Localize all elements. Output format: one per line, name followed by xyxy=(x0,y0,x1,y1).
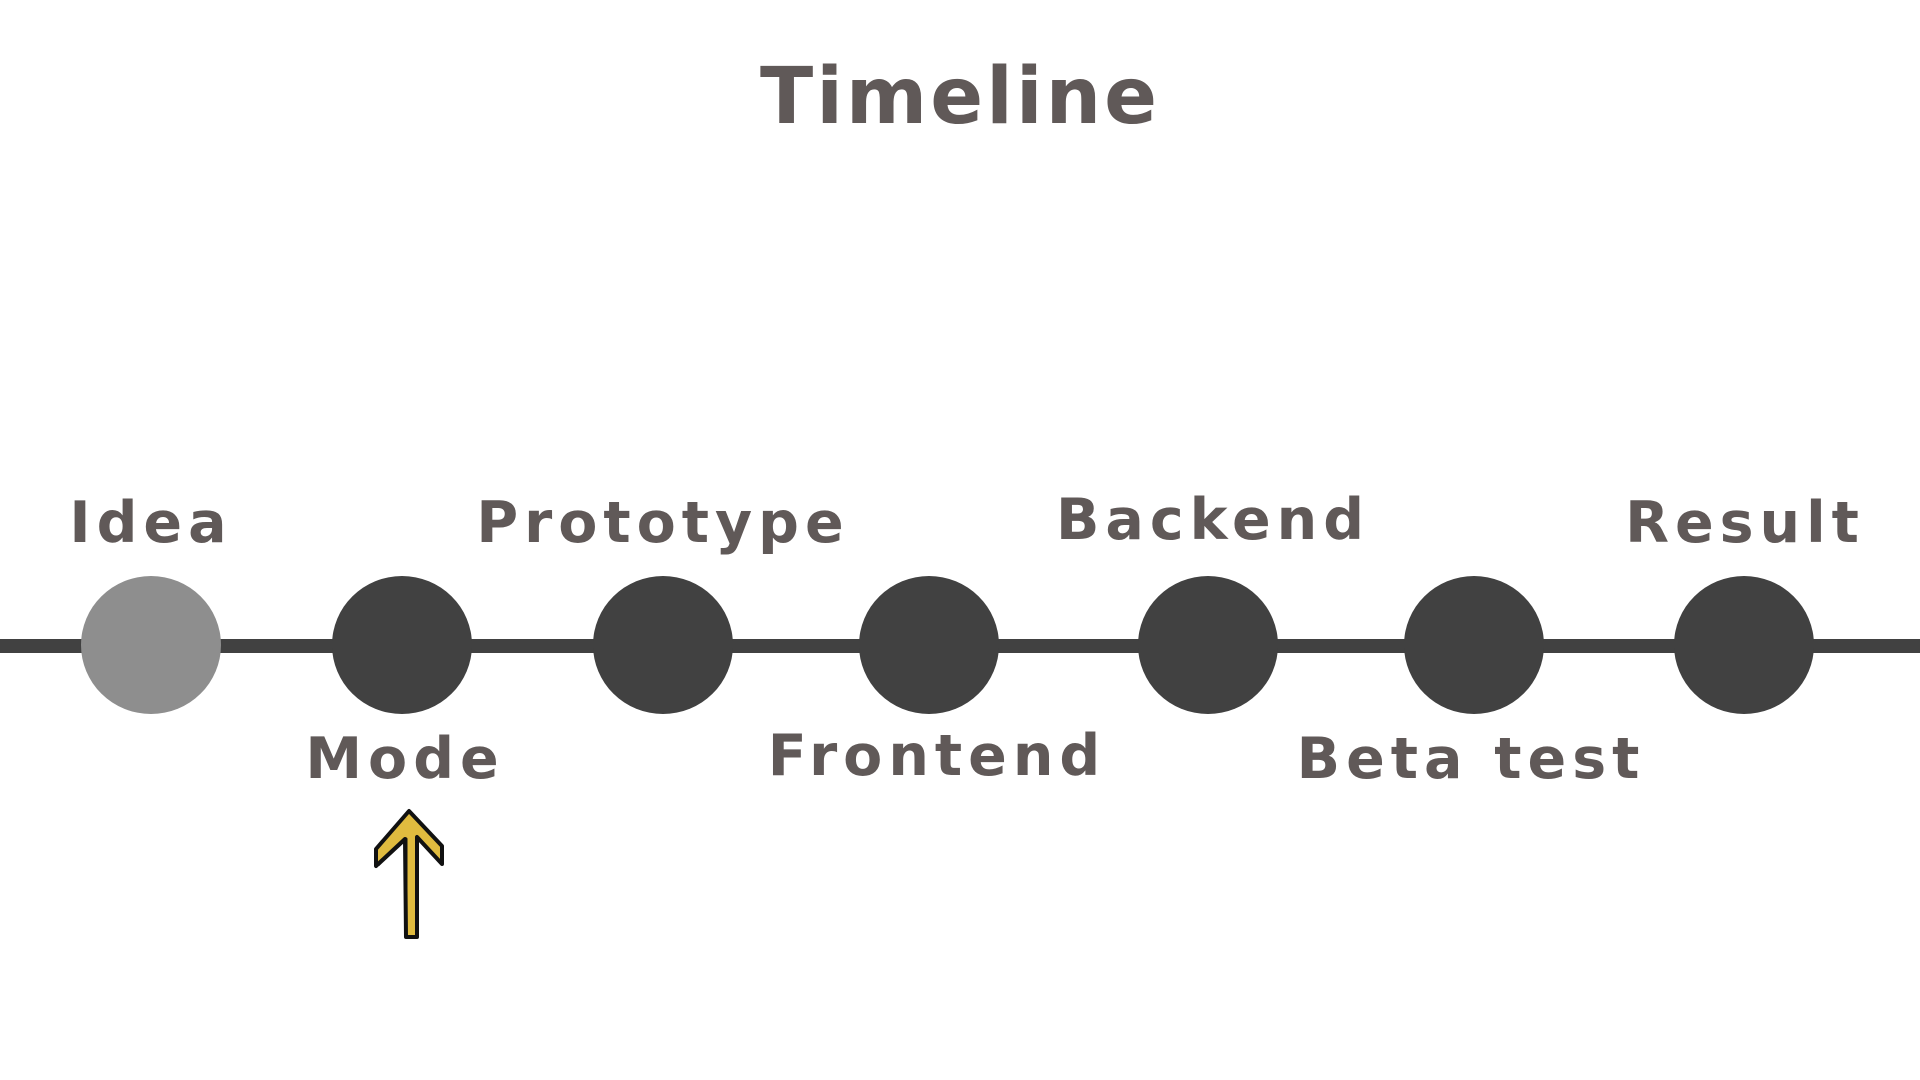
up-arrow-icon xyxy=(374,809,444,939)
stage-label-mode: Mode xyxy=(305,726,505,792)
stage-label-idea: Idea xyxy=(69,490,233,556)
stage-node-prototype xyxy=(593,576,733,714)
stage-label-result: Result xyxy=(1625,490,1865,556)
stage-node-mode xyxy=(332,576,472,714)
stage-node-idea xyxy=(81,576,221,714)
stage-node-result xyxy=(1674,576,1814,714)
stage-label-beta-test: Beta test xyxy=(1296,726,1646,792)
stage-label-backend: Backend xyxy=(1055,487,1371,553)
stage-label-prototype: Prototype xyxy=(476,490,850,556)
timeline-title: Timeline xyxy=(759,52,1161,142)
stage-node-beta-test xyxy=(1404,576,1544,714)
stage-node-frontend xyxy=(859,576,999,714)
stage-label-frontend: Frontend xyxy=(767,723,1107,789)
stage-node-backend xyxy=(1138,576,1278,714)
